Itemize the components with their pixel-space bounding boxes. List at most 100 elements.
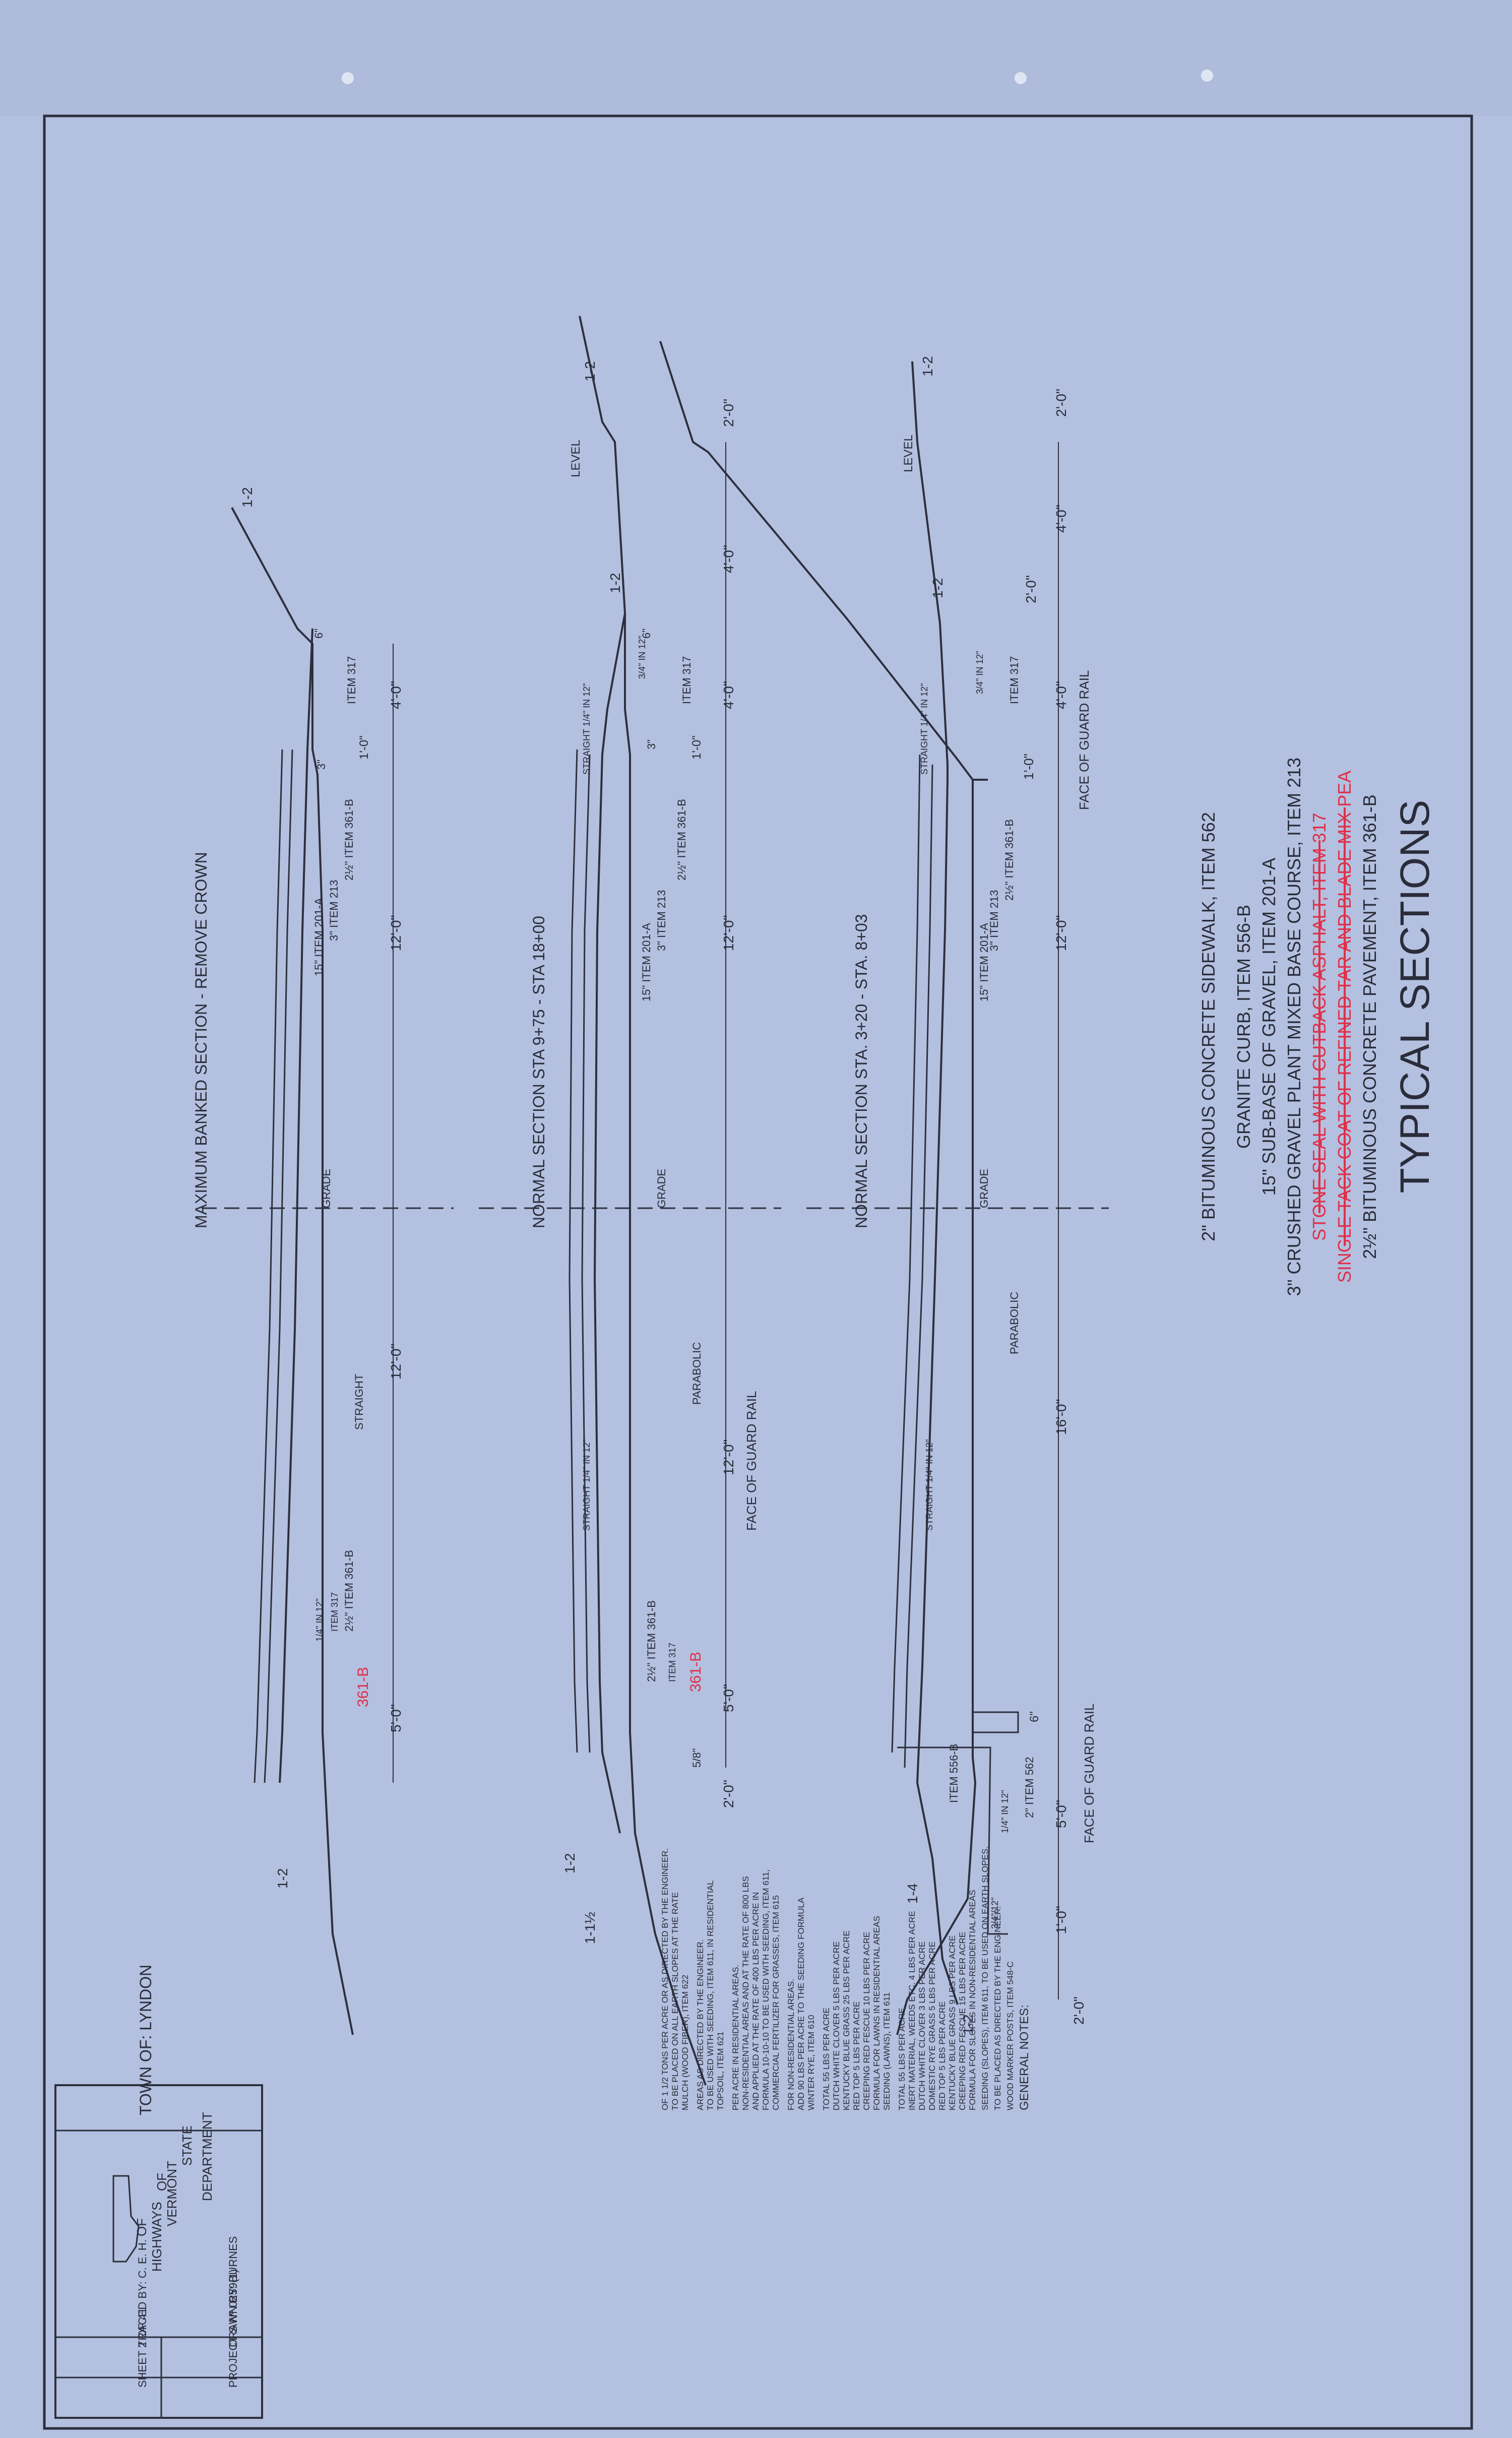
base-line: [904, 764, 933, 1768]
traced-by: TRACED BY: C. E. H.: [136, 2239, 149, 2347]
label-parabolic: PARABOLIC: [690, 1342, 703, 1405]
label-grade: GRADE: [320, 1169, 333, 1208]
ground-line: [231, 507, 354, 2035]
slope-1-2-b: 1-2: [275, 1868, 290, 1889]
section-normal-1: 2'-0" 4'-0" 2'-0" 4'-0" 12'-0" 16'-0" 6"…: [659, 341, 1109, 2035]
punch-hole: [342, 72, 354, 84]
dim-12ft: 12'-0": [1053, 915, 1069, 951]
label-5-8in: 5/8": [690, 1748, 703, 1768]
dim-2ft-b: 2'-0": [1023, 575, 1039, 603]
label-item-213: 3" ITEM 213: [988, 890, 1000, 951]
label-level: LEVEL: [569, 440, 583, 477]
note-line: TOPSOIL, ITEM 621: [716, 2031, 725, 2110]
label-slope-quarter: 1/4" IN 12": [1000, 1790, 1010, 1833]
curb: [972, 1711, 1019, 1733]
label-item-213: 3" ITEM 213: [655, 890, 668, 951]
label-item-562: 2" ITEM 562: [1023, 1757, 1036, 1818]
pavement-surface: [911, 361, 959, 2005]
note-line: TO BE PLACED AS DIRECTED BY THE ENGINEER…: [993, 1906, 1002, 2110]
label-item-317-right: ITEM 317: [667, 1643, 677, 1682]
punch-hole: [1015, 72, 1027, 84]
project-number: PROJECT S Nº 0259(1): [227, 2269, 239, 2388]
label-item-361b: 2½" ITEM 361-B: [675, 799, 688, 881]
note-line: DUTCH WHITE CLOVER 5 LBS PER ACRE: [832, 1942, 841, 2110]
slope-1-2: 1-2: [920, 356, 935, 377]
note-line: TO BE PLACED ON ALL EARTH SLOPES AT THE …: [670, 1892, 680, 2110]
label-slope-34: 3/4"/12": [990, 1897, 1000, 1929]
pavement-surface: [279, 628, 313, 1783]
subbase-line: [891, 754, 921, 1753]
dim-2ft-end: 2'-0": [721, 1780, 736, 1808]
label-face-guard-rail: FACE OF GUARD RAIL: [1077, 670, 1092, 810]
label-item-201a: 15" ITEM 201-A: [640, 923, 653, 1002]
note-line: FORMULA 10-10-10 TO BE USED WITH SEEDING…: [761, 1869, 771, 2110]
legend-line-7: 2" BITUMINOUS CONCRETE SIDEWALK, ITEM 56…: [1198, 812, 1219, 1241]
title-block: TOWN OF: LYNDON STATE OF VERMONT DEPARTM…: [54, 1965, 263, 2419]
note-line: SEEDING (SLOPES), ITEM 611, TO BE USED O…: [980, 1846, 990, 2110]
dim-3in: 3": [645, 739, 658, 749]
note-line: OF 1 1/2 TONS PER ACRE OR AS DIRECTED BY…: [660, 1848, 670, 2110]
slope-1-2-b: 1-2: [930, 578, 946, 598]
subbase-line: [254, 749, 283, 1783]
base-line: [264, 749, 293, 1783]
ground-line: [659, 341, 977, 2035]
note-line: FORMULA FOR LAWNS IN RESIDENTIAL AREAS: [872, 1916, 881, 2110]
sidewalk: [897, 1746, 991, 1934]
dim-6in: 6": [1028, 1711, 1041, 1722]
label-item-361b-right: 2½" ITEM 361-B: [343, 1550, 355, 1632]
dim-6in: 6": [312, 629, 325, 639]
legend-line-6: GRANITE CURB, ITEM 556-B: [1233, 905, 1254, 1149]
sheet-top-margin: [0, 0, 1512, 116]
section-caption-3: MAXIMUM BANKED SECTION - REMOVE CROWN: [192, 852, 210, 1228]
dim-1ft: 1'-0": [1053, 1906, 1069, 1934]
label-level: LEVEL: [902, 434, 915, 472]
slope-1-4: 1-4: [905, 1884, 920, 1904]
slope-1-2-b: 1-2: [607, 573, 623, 593]
title-block-frame: [54, 2084, 263, 2419]
subbase-line: [569, 749, 578, 1753]
of-word: OF: [154, 2173, 169, 2191]
note-line: COMMERCIAL FERTILIZER FOR GRASSES, ITEM …: [771, 1895, 781, 2110]
label-item-317: ITEM 317: [1008, 656, 1021, 704]
slope-1-2-c: 1-2: [960, 2015, 976, 2035]
note-line: TOTAL 55 LBS PER ACRE: [897, 2008, 907, 2110]
note-line: WOOD MARKER POSTS, ITEM 548-C: [1005, 1961, 1015, 2110]
dim-2ft: 2'-0": [1053, 389, 1069, 417]
vermont-state-outline: [112, 2175, 140, 2263]
label-straight: STRAIGHT: [353, 1374, 365, 1430]
note-line: CREEPING RED FESCUE 10 LBS PER ACRE: [862, 1932, 871, 2110]
label-item-213: 3" ITEM 213: [328, 880, 340, 941]
slope-1-2: 1-2: [582, 361, 598, 382]
notes-heading: GENERAL NOTES:: [1018, 2005, 1031, 2110]
note-line: TO BE USED WITH SEEDING, ITEM 611, IN RE…: [706, 1880, 715, 2110]
label-slope-three-quarter: 3/4" IN 12": [637, 636, 647, 679]
section-caption-1: NORMAL SECTION STA. 3+20 - STA. 8+03: [852, 914, 870, 1228]
legend-block: TYPICAL SECTIONS 2½" BITUMINOUS CONCRETE…: [1198, 758, 1438, 1296]
dim-4ft: 4'-0": [388, 681, 404, 709]
ground-line: [579, 316, 707, 2086]
note-line: KENTUCKY BLUE GRASS 9 LBS PER ACRE: [948, 1935, 957, 2110]
label-straight: STRAIGHT 1/4" IN 12": [919, 683, 929, 775]
dim-4ft-b: 4'-0": [721, 681, 736, 709]
note-line: DUTCH WHITE CLOVER 3 LBS PER ACRE: [917, 1942, 927, 2110]
slope-1-2-c: 1-2: [562, 1853, 578, 1873]
label-grade: GRADE: [655, 1169, 668, 1208]
sheet-title: TYPICAL SECTIONS: [1392, 800, 1438, 1194]
dim-16ft: 16'-0": [1053, 1399, 1069, 1435]
red-markup-361b: 361-B: [355, 1667, 371, 1707]
note-line: TOTAL 55 LBS PER ACRE: [822, 2008, 831, 2110]
note-line: DOMESTIC RYE GRASS 5 LBS PER ACRE: [927, 1942, 937, 2110]
dim-4ft-b: 4'-0": [1053, 681, 1069, 709]
legend-line-4: 3" CRUSHED GRAVEL PLANT MIXED BASE COURS…: [1284, 758, 1304, 1296]
sheet-number: SHEET 2 OF 41: [136, 2307, 149, 2388]
note-line: PER ACRE IN RESIDENTIAL AREAS.: [731, 1965, 740, 2110]
department-word: DEPARTMENT: [200, 2112, 215, 2201]
dim-12ft: 12'-0": [388, 915, 404, 951]
town-name: TOWN OF: LYNDON: [137, 1965, 155, 2115]
note-line: AREAS AS DIRECTED BY THE ENGINEER.: [696, 1940, 705, 2110]
label-straight: STRAIGHT 1/4" IN 12": [582, 683, 592, 775]
legend-line-5: 15" SUB-BASE OF GRAVEL, ITEM 201-A: [1258, 858, 1279, 1196]
legend-line-1: 2½" BITUMINOUS CONCRETE PAVEMENT, ITEM 3…: [1359, 794, 1380, 1259]
